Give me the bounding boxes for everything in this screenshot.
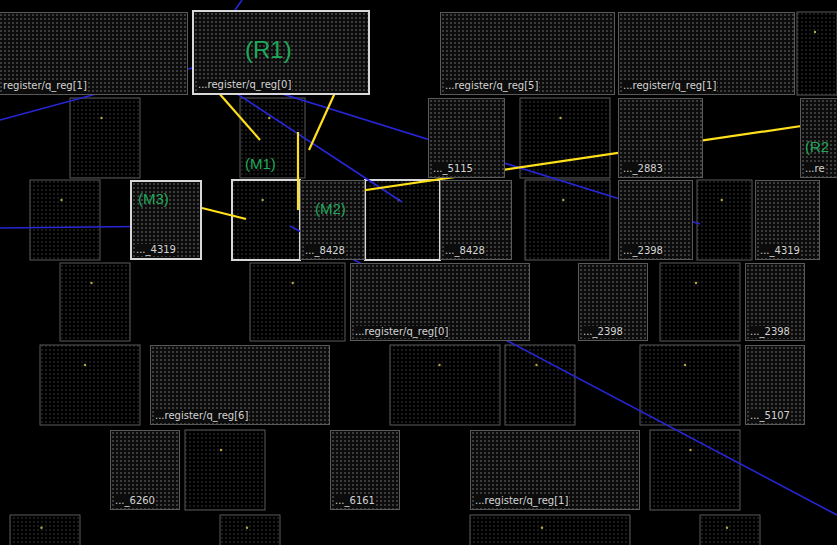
pin-dot <box>292 282 294 284</box>
pin-dot <box>220 449 222 451</box>
empty-cell <box>70 98 140 178</box>
empty-cell <box>365 180 440 260</box>
leader-line <box>298 125 808 200</box>
placed-cell: ...register/q_reg[1] <box>470 430 640 510</box>
placed-cell: ..._5107 <box>745 345 805 425</box>
leader-line <box>202 208 246 219</box>
cell-name: register/q_reg[1] <box>2 80 88 92</box>
pin-dot <box>100 117 102 119</box>
cell-name: ..._2398 <box>622 245 664 257</box>
placed-cell: ..._6161 <box>330 430 400 510</box>
cell-name: ..._8428 <box>444 245 486 257</box>
leader-line <box>297 132 299 210</box>
pin-dot <box>40 527 42 529</box>
cell-name: ...register/q_reg[5] <box>444 80 539 92</box>
empty-cell <box>60 263 130 341</box>
empty-cell <box>232 180 300 260</box>
placed-cell: ..._8428 <box>440 180 512 260</box>
pin-dot <box>438 364 440 366</box>
empty-cell <box>10 515 80 545</box>
placed-cell: ...register/q_reg[6] <box>150 345 330 425</box>
pin-dot <box>695 282 697 284</box>
empty-cell <box>250 263 345 341</box>
empty-cell <box>30 180 100 260</box>
cell-name: ..._5107 <box>749 410 791 422</box>
pin-dot <box>261 199 263 201</box>
cell-name: ..._6260 <box>114 495 156 507</box>
placed-cell: ..._2398 <box>618 180 693 260</box>
pin-dot <box>726 527 728 529</box>
placed-cell: ..._5115 <box>428 98 505 178</box>
cell-name: ..._5115 <box>432 163 474 175</box>
empty-cell <box>505 345 575 425</box>
empty-cell <box>700 515 760 545</box>
placed-cell: ..._8428 <box>300 180 365 260</box>
empty-cell <box>650 430 740 510</box>
empty-cell <box>660 263 740 341</box>
cell-name: ..._4319 <box>759 245 801 257</box>
empty-cell <box>40 345 140 425</box>
callout-label: (M3) <box>138 191 169 206</box>
cell-name: ..._2398 <box>749 326 791 338</box>
cell-name: ..._6161 <box>334 495 376 507</box>
placed-cell: ...register/q_reg[0] <box>350 263 530 341</box>
pin-dot <box>268 117 270 119</box>
placed-cell: ...register/q_reg[5] <box>440 12 615 95</box>
cell-name: ...register/q_reg[6] <box>154 410 249 422</box>
cell-name: ...re <box>804 163 826 175</box>
empty-cell <box>390 345 500 425</box>
pin-dot <box>246 527 248 529</box>
cell-name: ...register/q_reg[1] <box>622 80 717 92</box>
pin-dot <box>684 364 686 366</box>
cell-name: ...register/q_reg[0] <box>197 79 292 91</box>
cell-name: ..._8428 <box>304 245 346 257</box>
pin-dot <box>84 364 86 366</box>
placed-cell: ..._2398 <box>578 263 648 341</box>
cell-name: ...register/q_reg[0] <box>354 326 449 338</box>
cell-name: ..._2883 <box>622 163 664 175</box>
empty-cell <box>640 345 740 425</box>
pin-dot <box>559 117 561 119</box>
pin-dot <box>721 199 723 201</box>
placed-cell: ...re <box>800 98 837 178</box>
callout-label: (R1) <box>245 38 292 62</box>
placed-cell: ..._4319 <box>755 180 820 260</box>
pin-dot <box>535 364 537 366</box>
placed-cell: register/q_reg[1] <box>0 12 188 95</box>
pin-dot <box>689 449 691 451</box>
placed-cell: ..._6260 <box>110 430 180 510</box>
cell-name: ...register/q_reg[1] <box>474 495 569 507</box>
cell-name: ..._4319 <box>135 244 177 256</box>
pin-dot <box>60 199 62 201</box>
net-wire <box>290 226 837 515</box>
empty-cell <box>470 515 630 545</box>
placed-cell: ..._2883 <box>618 98 703 178</box>
cell-name: ..._2398 <box>582 326 624 338</box>
pin-dot <box>90 282 92 284</box>
callout-label: (M2) <box>315 201 346 216</box>
pin-dot <box>814 31 816 33</box>
pin-dot <box>541 527 543 529</box>
empty-cell <box>697 180 752 260</box>
callout-label: (M1) <box>245 156 276 171</box>
empty-cell <box>220 515 280 545</box>
placed-cell: ...register/q_reg[1] <box>618 12 795 95</box>
empty-cell <box>240 98 305 178</box>
callout-label: (R2 <box>805 139 829 154</box>
placed-cell: ..._2398 <box>745 263 805 341</box>
empty-cell <box>185 430 265 510</box>
pin-dot <box>562 199 564 201</box>
empty-cell <box>797 12 837 95</box>
